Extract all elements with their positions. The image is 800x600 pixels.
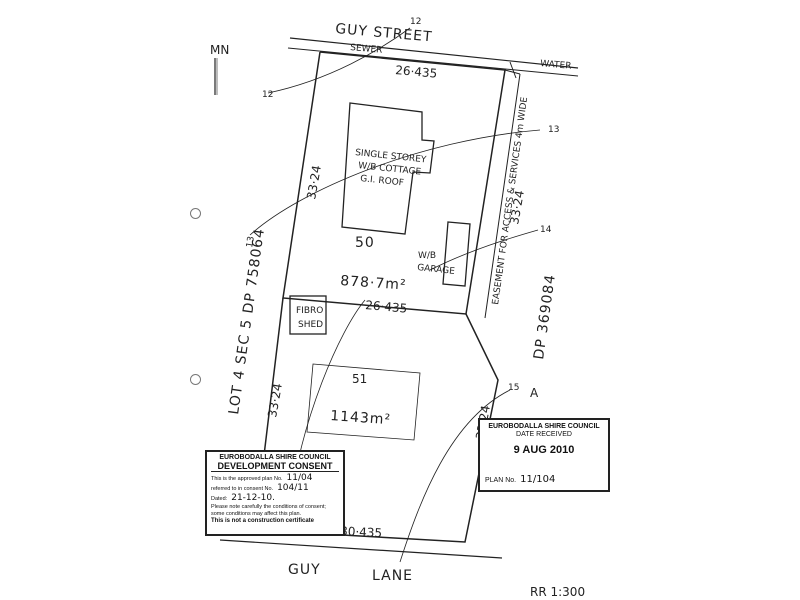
received-plan-row: PLAN No.11/104: [485, 474, 556, 485]
consent-title: DEVELOPMENT CONSENT: [211, 461, 339, 472]
sewer-label: SEWER: [350, 43, 383, 56]
received-date: 9 AUG 2010: [513, 444, 575, 456]
punch-hole-top: [190, 208, 201, 219]
consent-note: Please note carefully the conditions of …: [211, 504, 326, 517]
easement-line: [484, 73, 521, 319]
street-name-bottom-left: GUY: [288, 562, 321, 578]
shed-label-1: FIBRO: [296, 306, 323, 316]
received-org: EUROBODALLA SHIRE COUNCIL: [488, 423, 600, 430]
shed-label-2: SHED: [298, 320, 323, 330]
garage-label-1: W/B: [418, 251, 436, 261]
lane-line: [219, 539, 503, 559]
scale-label: RR 1:300: [530, 585, 585, 599]
garage-label-2: GARAGE: [417, 263, 456, 277]
received-label: DATE RECEIVED: [516, 431, 572, 438]
cottage-outline: [341, 102, 435, 235]
guy-street-line-1: [289, 37, 579, 69]
marker-13-right: 13: [548, 125, 559, 135]
marker-12-top: 12: [410, 17, 421, 27]
lot50-number: 50: [355, 235, 375, 251]
shed-outline: [289, 295, 327, 335]
lot51-house-outline: [306, 363, 421, 441]
consent-referred-row: referred to in consent No.104/11: [211, 483, 309, 493]
lot-section-dp-left: LOT 4 SEC 5 DP 758064: [226, 227, 268, 416]
marker-14: 14: [540, 225, 552, 235]
received-plan-value: 11/104: [520, 474, 556, 485]
consent-approved-value: 11/04: [286, 473, 313, 483]
marker-12-left: 12: [262, 90, 273, 100]
lot51-area: 1143m²: [330, 408, 392, 428]
consent-referred-value: 104/11: [277, 483, 309, 493]
punch-hole-bottom: [190, 374, 201, 385]
marker-15: 15: [508, 383, 519, 393]
marker-13-left: 13: [245, 236, 257, 249]
lot51-left-side: 33·24: [265, 382, 285, 418]
dp-right: DP 369084: [531, 273, 559, 361]
frontage-top: 26·435: [395, 63, 438, 81]
consent-approved-row: This is the approved plan No.11/04: [211, 473, 313, 483]
water-label: WATER: [540, 59, 572, 72]
cottage-label-3: G.I. ROOF: [360, 174, 405, 189]
guy-street-line-2: [287, 47, 579, 77]
frontage-bottom: 30·435: [340, 524, 383, 540]
marker-15-a: A: [530, 386, 539, 400]
lot51-number: 51: [352, 372, 367, 386]
lot50-left-side: 33·24: [304, 164, 324, 200]
north-label: MN: [210, 43, 229, 57]
development-consent-stamp: EUROBODALLA SHIRE COUNCIL DEVELOPMENT CO…: [205, 450, 345, 536]
consent-not-certificate: This is not a construction certificate: [211, 518, 315, 524]
consent-dated-value: 21-12-10.: [231, 493, 275, 503]
lot50-area: 878·7m²: [340, 273, 407, 294]
consent-dated-row: Dated:21-12-10.: [211, 493, 275, 503]
consent-org: EUROBODALLA SHIRE COUNCIL: [219, 454, 331, 461]
date-received-stamp: EUROBODALLA SHIRE COUNCIL DATE RECEIVED …: [478, 418, 610, 492]
street-name-bottom-right: LANE: [372, 568, 413, 584]
boundary-middle: 26·435: [365, 298, 408, 316]
lot50-right-side: 33·24: [507, 189, 527, 225]
